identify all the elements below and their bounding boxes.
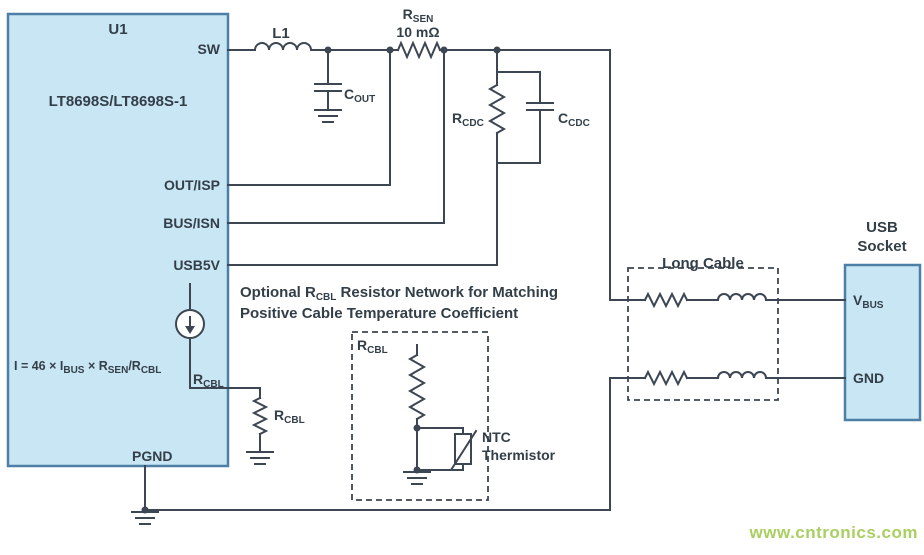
ntc-label: NTC Thermistor <box>482 429 555 465</box>
resistor-rsen <box>396 40 442 60</box>
pin-label-usb5v: USB5V <box>173 257 220 273</box>
watermark: www.cntronics.com <box>749 523 918 542</box>
current-formula: I = 46 × IBUS × RSEN/RCBL <box>14 358 161 378</box>
wire-gnd-run <box>144 377 646 511</box>
junction-dot <box>413 466 421 474</box>
ic-ref-label: U1 <box>108 21 128 38</box>
pin-label-bus-isn: BUS/ISN <box>163 215 220 231</box>
rcdc-sub: CDC <box>462 118 484 129</box>
wire-usb5v <box>227 162 541 266</box>
junction-dot <box>141 506 149 514</box>
rsen-name-label: RSEN <box>382 6 454 27</box>
vbus-sub: BUS <box>862 300 884 311</box>
usb-title-line2: Socket <box>857 238 907 256</box>
ic-part-label: LT8698S/LT8698S-1 <box>48 93 188 110</box>
pin-label-rcbl: RCBL <box>193 371 224 392</box>
usb-title-line1: USB <box>866 219 898 236</box>
long-cable-box <box>627 267 779 401</box>
rcbl-net-base: R <box>357 337 368 353</box>
usb-socket-body <box>843 263 922 422</box>
resistor-cable-gnd <box>643 369 689 387</box>
optional-note-line2: Positive Cable Temperature Coefficient <box>240 305 519 322</box>
rcdc-base: R <box>452 110 463 126</box>
arrow-down-icon <box>185 326 195 334</box>
ground-symbol-cout <box>314 109 342 123</box>
ground-symbol-rcbl <box>246 451 274 465</box>
rcdc-label: RCDC <box>452 110 484 131</box>
inductor-cable-gnd <box>716 371 768 380</box>
usb-socket-title: USB Socket <box>836 218 924 256</box>
ground-symbol-network <box>403 471 431 485</box>
ground-symbol-pgnd <box>131 511 159 525</box>
formula-p3: /R <box>128 359 141 373</box>
note-s1: CBL <box>315 292 337 303</box>
formula-s1: BUS <box>63 365 85 376</box>
wire-out-isp <box>227 49 391 186</box>
gnd-pin-label: GND <box>853 370 885 386</box>
capacitor-cout <box>314 49 342 111</box>
resistor-rcdc <box>487 83 507 135</box>
resistor-rcbl-ext <box>251 396 269 436</box>
wire-ntc-bottom <box>416 463 464 471</box>
pin-label-pgnd: PGND <box>132 448 173 464</box>
inductor-l1-label: L1 <box>272 25 290 42</box>
ccdc-label: CCDC <box>558 110 590 131</box>
rcbl-ext-base: R <box>274 407 285 423</box>
rsen-base: R <box>402 6 413 22</box>
junction-dot <box>324 46 332 54</box>
rcbl-ext-sub: CBL <box>284 415 305 426</box>
ntc-body <box>454 433 472 465</box>
formula-s3: CBL <box>140 365 162 376</box>
cout-sub: OUT <box>354 94 376 105</box>
pin-label-out-isp: OUT/ISP <box>163 177 220 193</box>
current-source-symbol <box>175 309 205 339</box>
junction-dots <box>141 46 501 514</box>
inductor-l1 <box>253 42 313 52</box>
optional-note-line1: Optional RCBL Resistor Network for Match… <box>240 283 558 305</box>
rsen-value-label: 10 mΩ <box>396 24 440 40</box>
cout-base: C <box>344 86 355 102</box>
vbus-base: V <box>853 292 863 308</box>
circuit-wires <box>131 40 846 525</box>
formula-s2: SEN <box>107 365 129 376</box>
pin-label-sw: SW <box>197 41 220 57</box>
ntc-label-line1: NTC <box>482 429 511 445</box>
wire-current-source <box>189 283 261 399</box>
capacitor-ccdc <box>526 71 554 164</box>
rcbl-pin-base: R <box>193 371 204 387</box>
ccdc-sub: CDC <box>568 118 590 129</box>
formula-p2: × R <box>84 359 108 373</box>
long-cable-label: Long Cable <box>662 255 744 272</box>
rcbl-ext-label: RCBL <box>274 407 305 428</box>
rcbl-network-label: RCBL <box>357 337 388 358</box>
wire-ntc-top <box>416 427 464 435</box>
rcbl-pin-sub: CBL <box>203 379 224 390</box>
note-p1: Optional R <box>240 284 316 301</box>
ic-body <box>6 12 230 468</box>
rsen-sub: SEN <box>412 14 434 25</box>
wire-bus-isn <box>227 49 445 224</box>
ntc-slash <box>443 429 478 471</box>
note-p2: Resistor Network for Matching <box>336 284 559 301</box>
rcbl-net-sub: CBL <box>367 345 388 356</box>
junction-dot <box>413 424 421 432</box>
ntc-label-line2: Thermistor <box>482 446 556 463</box>
resistor-cable-vbus <box>643 291 689 309</box>
junction-dot <box>386 46 394 54</box>
cout-label: COUT <box>344 86 375 107</box>
ccdc-base: C <box>558 110 569 126</box>
wire-vbus-run <box>439 49 646 301</box>
junction-dot <box>493 46 501 54</box>
rcbl-network-box <box>351 331 489 501</box>
formula-p1: I = 46 × I <box>14 359 64 373</box>
vbus-pin-label: VBUS <box>853 292 883 313</box>
inductor-cable-vbus <box>716 293 768 302</box>
junction-dot <box>440 46 448 54</box>
resistor-rcbl-network <box>407 353 427 421</box>
wire-cdc-top <box>496 49 541 86</box>
